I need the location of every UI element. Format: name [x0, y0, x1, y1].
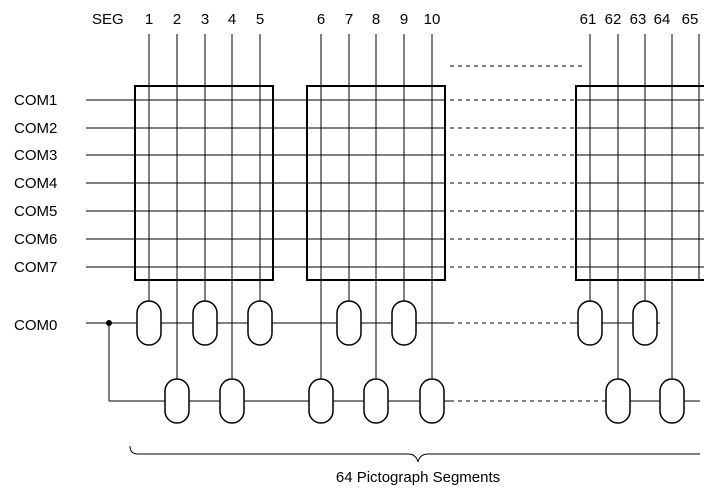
pictograph-segment-pill — [391, 300, 417, 346]
pictograph-segment-pill — [247, 300, 273, 346]
com-label: COM1 — [14, 92, 57, 109]
pictograph-segment-pill — [577, 300, 603, 346]
com-label: COM6 — [14, 231, 57, 248]
seg-number-label: 10 — [424, 11, 441, 28]
seg-number-label: 5 — [256, 11, 264, 28]
pictograph-segment-pill — [659, 378, 685, 424]
seg-number-label: 62 — [605, 11, 622, 28]
pictograph-segment-pill — [419, 378, 445, 424]
pictograph-segment-pill — [605, 378, 631, 424]
pictograph-segment-pill — [192, 300, 218, 346]
seg-number-label: 6 — [317, 11, 325, 28]
com-label: COM5 — [14, 203, 57, 220]
seg-number-label: 7 — [345, 11, 353, 28]
com-label: COM7 — [14, 259, 57, 276]
com0-label: COM0 — [14, 317, 57, 334]
pictograph-segment-pill — [363, 378, 389, 424]
seg-number-label: 64 — [654, 11, 671, 28]
com-label: COM2 — [14, 120, 57, 137]
seg-number-label: 3 — [201, 11, 209, 28]
seg-number-label: 2 — [173, 11, 181, 28]
seg-number-label: 65 — [682, 11, 699, 28]
seg-number-label: 1 — [145, 11, 153, 28]
pictograph-segment-pill — [136, 300, 162, 346]
pictograph-segment-pill — [164, 378, 190, 424]
com-label: COM3 — [14, 147, 57, 164]
seg-number-label: 9 — [400, 11, 408, 28]
pictograph-segment-pill — [632, 300, 658, 346]
seg-number-label: 63 — [630, 11, 647, 28]
pictograph-segment-pill — [336, 300, 362, 346]
com-label: COM4 — [14, 175, 57, 192]
seg-number-label: 4 — [228, 11, 236, 28]
seg-number-label: 61 — [580, 11, 597, 28]
seg-number-label: 8 — [372, 11, 380, 28]
diagram-caption: 64 Pictograph Segments — [336, 469, 500, 486]
pictograph-segment-pill — [219, 378, 245, 424]
pictograph-segment-pill — [308, 378, 334, 424]
segments-brace — [129, 445, 700, 463]
seg-prefix-label: SEG — [92, 11, 124, 28]
